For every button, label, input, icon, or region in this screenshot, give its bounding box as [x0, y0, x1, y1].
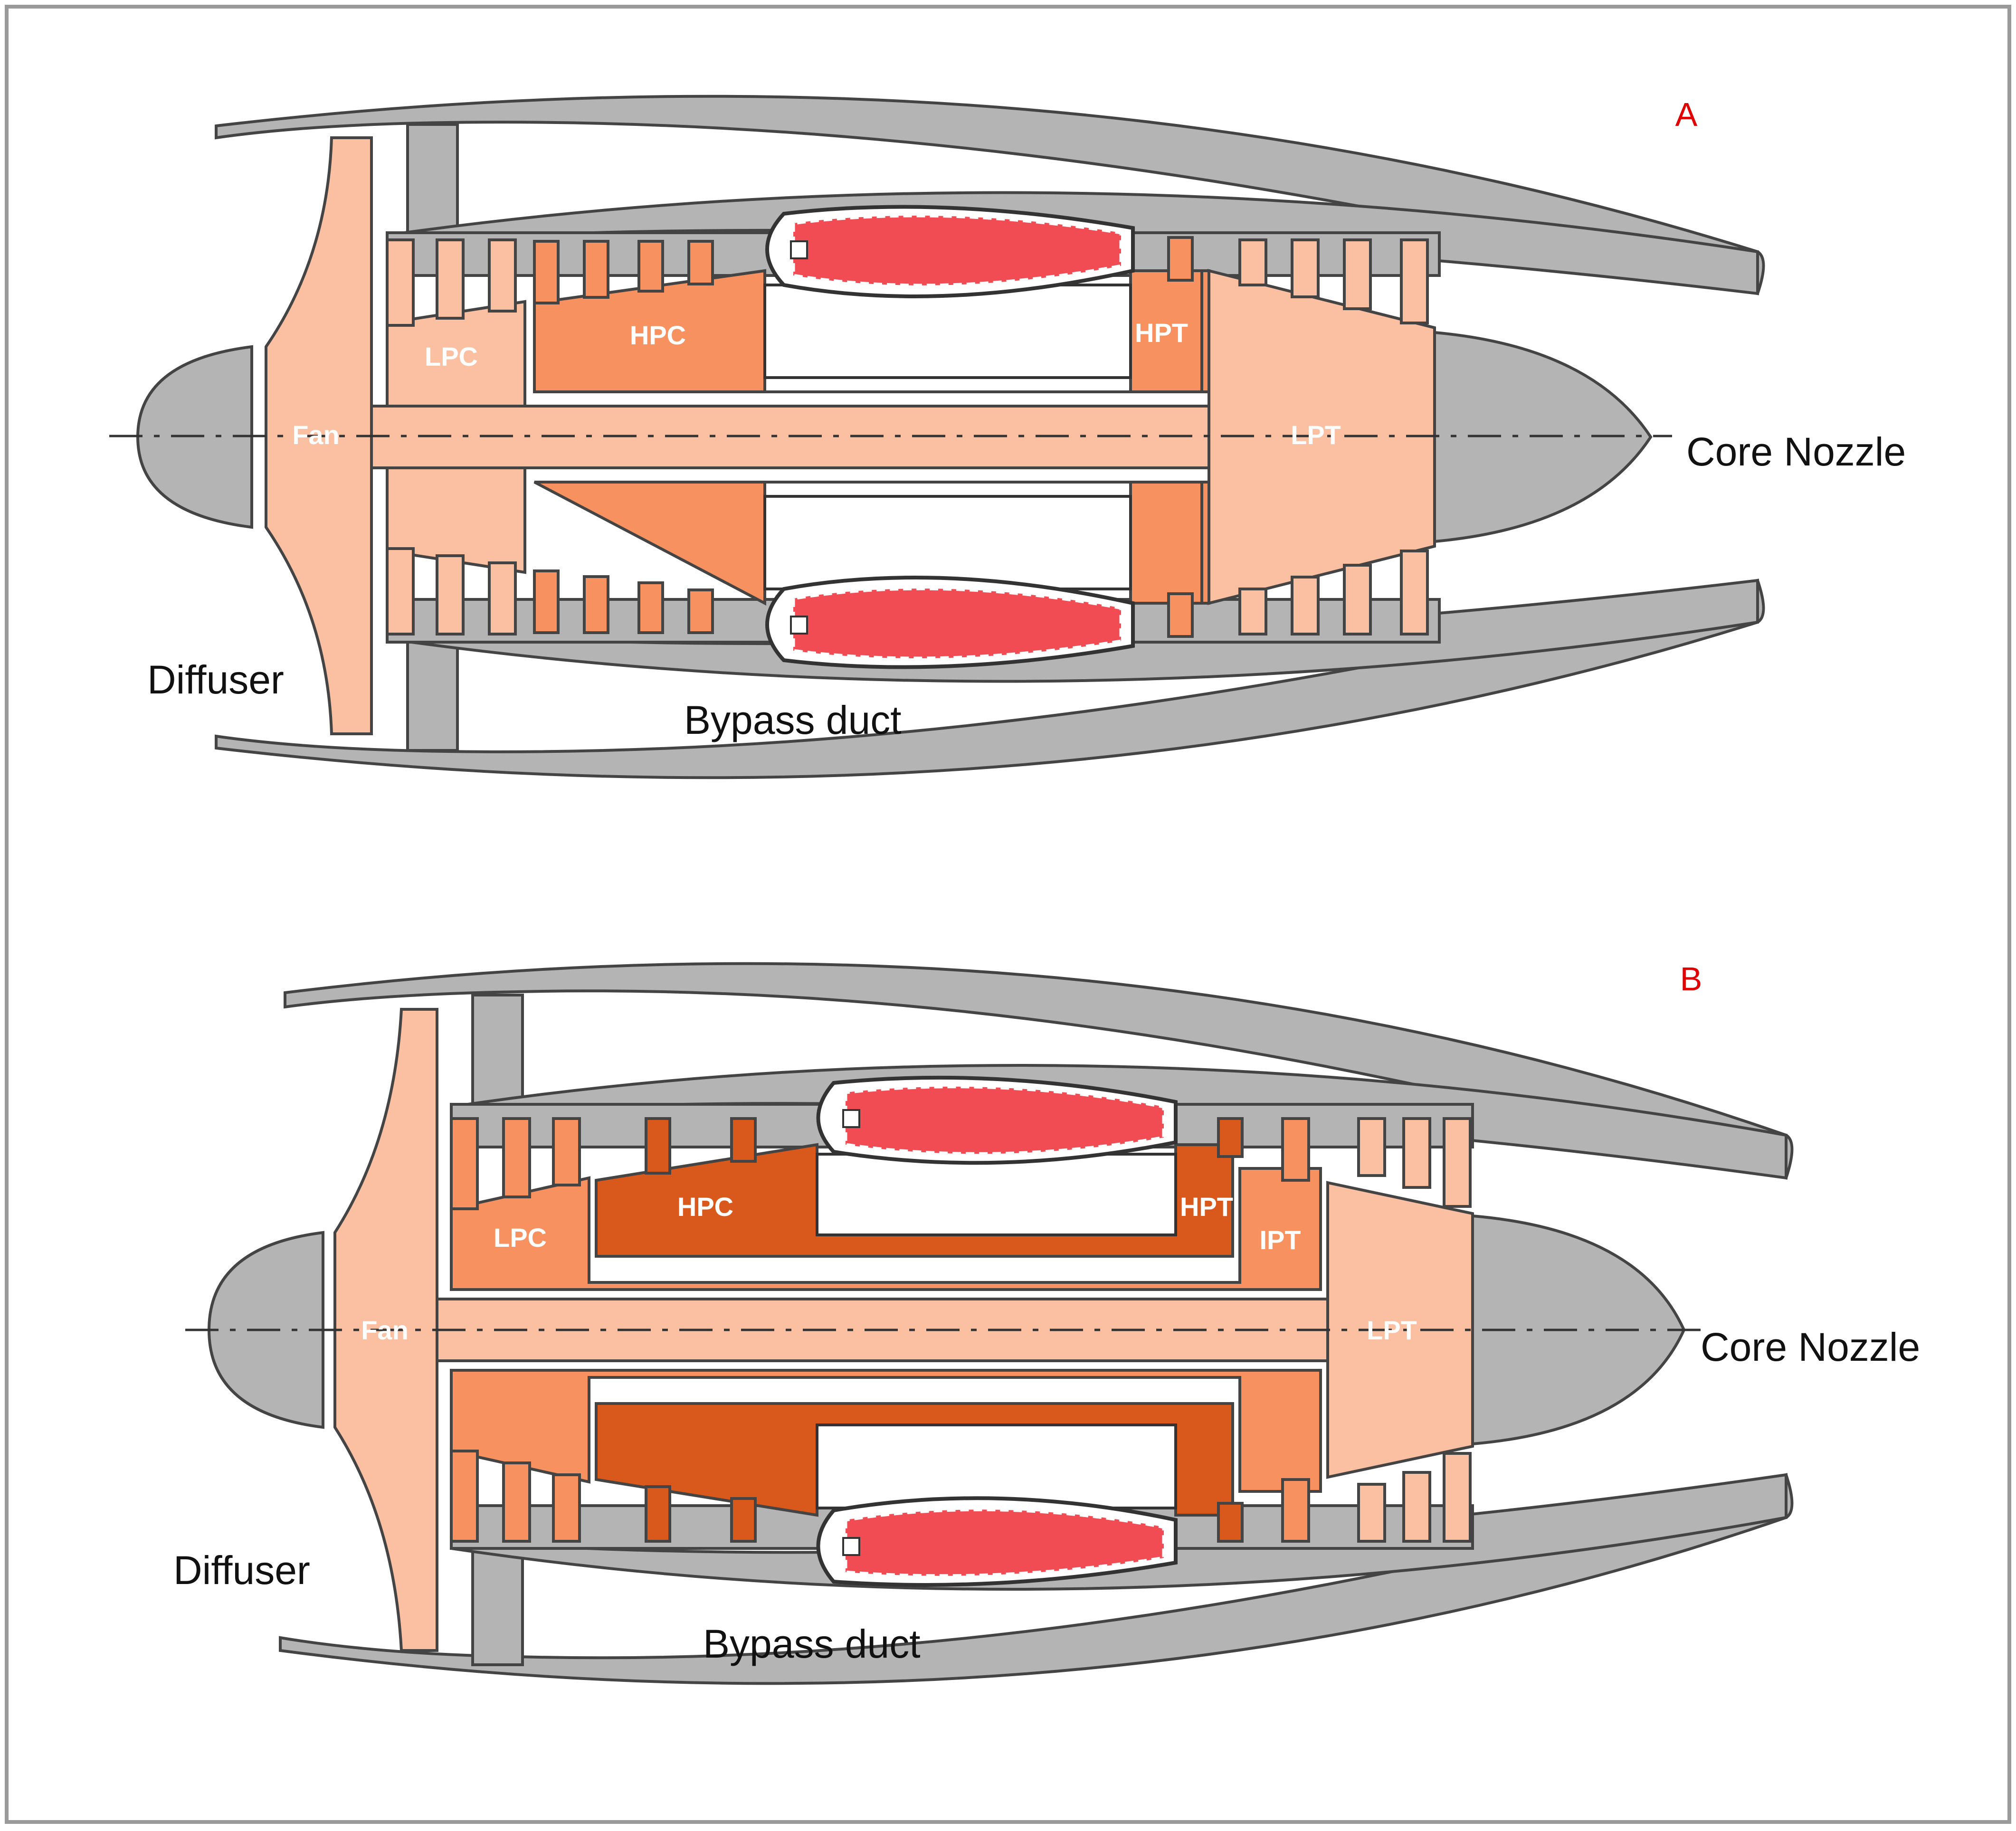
strut-upper-b [471, 994, 524, 1113]
hpc-blade [645, 1117, 671, 1175]
lpc-blade [552, 1473, 581, 1543]
lpc-blade [502, 1461, 531, 1543]
diffuser-label: Diffuser [147, 657, 284, 702]
lpc-blade [488, 238, 517, 313]
lpt-label: LPT [1367, 1315, 1417, 1345]
combustion-section-lower-a [763, 495, 1132, 590]
lpt-blade [1357, 1117, 1386, 1177]
combustion-section-upper-a [763, 284, 1132, 379]
lpt-blade [1402, 1117, 1431, 1189]
lpt-blade [1238, 238, 1267, 286]
ipt-blade [1281, 1478, 1310, 1543]
hpc-blade [583, 575, 609, 634]
ipt-blade [1281, 1117, 1310, 1182]
engine-diagram-b: Fan LPC HPC HPT IPT LPT Core Nozzle Diff… [173, 960, 1920, 1685]
bypass-duct-label: Bypass duct [703, 1622, 921, 1666]
hpc-blade [687, 240, 714, 285]
hpt-label: HPT [1135, 318, 1188, 348]
fuel-injector-icon [842, 1537, 860, 1556]
lpc-spool-upper-b [450, 1167, 1322, 1291]
fuel-injector-icon [842, 1109, 860, 1128]
combustion-section-lower-b [816, 1423, 1177, 1509]
hpt-blade [1217, 1117, 1244, 1158]
hpc-label: HPC [630, 320, 686, 350]
hpt-label: HPT [1180, 1192, 1233, 1222]
lpc-blade [502, 1117, 531, 1198]
lpt-blade [1343, 238, 1372, 310]
lpc-blade [386, 547, 415, 636]
lpt-blade [1357, 1483, 1386, 1543]
engine-diagram-a: Fan LPC HPC HPT LPT Core Nozzle Diffuser… [109, 95, 1906, 779]
strut-lower-b [471, 1547, 524, 1666]
lpt-blade [1291, 576, 1320, 636]
lpt-spool-b [1326, 1181, 1474, 1479]
lpc-blade [450, 1450, 479, 1543]
lpc-blade [436, 554, 465, 636]
strut-lower-a [406, 637, 459, 752]
lpc-label: LPC [494, 1223, 547, 1252]
strut-upper-a [406, 123, 459, 237]
hpc-blade [730, 1497, 757, 1543]
ipt-label: IPT [1259, 1225, 1301, 1255]
core-nozzle-label: Core Nozzle [1686, 429, 1906, 474]
lpt-blade [1343, 564, 1372, 636]
fuel-injector-icon [790, 616, 808, 635]
hpt-blade [1167, 592, 1194, 638]
diagram-tag-b: B [1680, 960, 1702, 997]
lpt-blade [1291, 238, 1320, 298]
combustion-section-upper-b [816, 1153, 1177, 1236]
combustor-flame-upper-b [844, 1085, 1166, 1156]
diagram-tag-a: A [1675, 96, 1698, 133]
lpt-label: LPT [1291, 420, 1341, 450]
combustor-flame-lower-b [844, 1508, 1166, 1578]
hpc-blade [637, 240, 664, 293]
fan-label: Fan [361, 1315, 409, 1345]
bypass-duct-label: Bypass duct [684, 698, 902, 742]
hpc-blade [730, 1117, 757, 1163]
hpt-disc-lower-a [1129, 481, 1203, 605]
hpt-blade [1167, 236, 1194, 282]
lpc-blade [552, 1117, 581, 1186]
core-nozzle-label: Core Nozzle [1701, 1325, 1920, 1369]
hpc-blade [583, 240, 609, 299]
hpc-blade [645, 1485, 671, 1543]
hpt-blade [1217, 1502, 1244, 1543]
lpc-blade [386, 238, 415, 327]
hpc-blade [533, 240, 560, 304]
combustor-flame-lower-a [791, 587, 1123, 660]
lpt-blade [1238, 588, 1267, 636]
lpc-blade [450, 1117, 479, 1210]
lpc-spool-lower-b [450, 1369, 1322, 1493]
lpt-blade [1400, 550, 1429, 636]
hpc-blade [637, 581, 664, 634]
hpc-blade [687, 588, 714, 634]
fuel-injector-icon [790, 240, 808, 259]
diffuser-label: Diffuser [173, 1548, 310, 1593]
lpt-blade [1443, 1117, 1472, 1208]
lpc-blade [488, 561, 517, 636]
fan-label: Fan [292, 420, 340, 450]
lpt-blade [1400, 238, 1429, 324]
lpc-label: LPC [425, 342, 478, 371]
combustor-flame-upper-a [791, 214, 1123, 287]
hpc-blade [533, 569, 560, 634]
lpc-blade [436, 238, 465, 320]
lpt-blade [1443, 1452, 1472, 1543]
hpc-label: HPC [677, 1192, 733, 1222]
lpt-blade [1402, 1471, 1431, 1543]
